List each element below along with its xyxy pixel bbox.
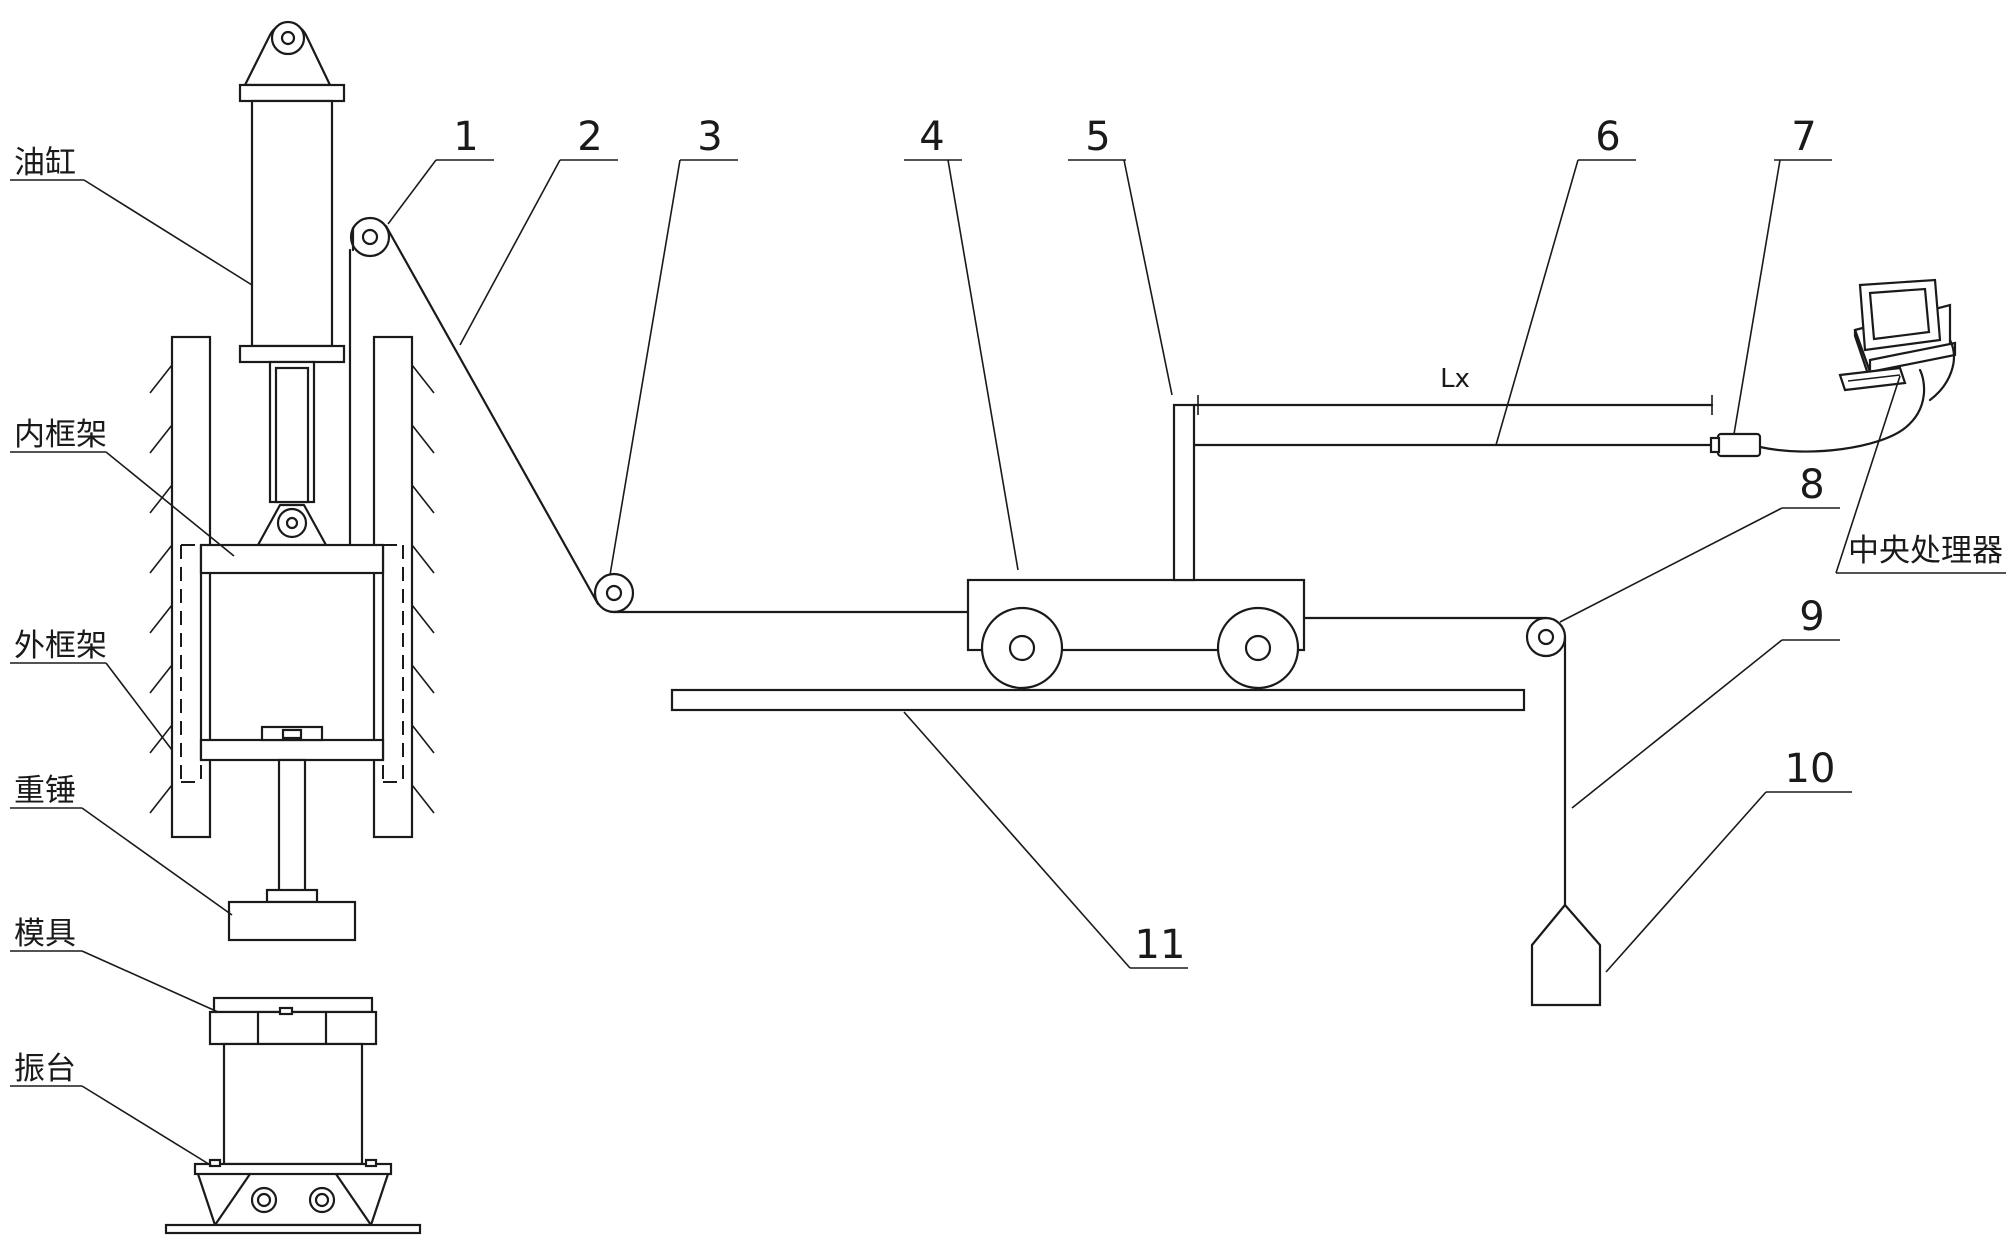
- distance-label: Lx: [1440, 364, 1470, 394]
- number-9: 9: [1799, 594, 1824, 640]
- label-mold: 模具: [14, 916, 76, 952]
- track: [670, 688, 1526, 712]
- weight: [1530, 903, 1602, 1007]
- pulley-1: [349, 216, 391, 258]
- cart: [966, 578, 1306, 690]
- number-10: 10: [1785, 746, 1836, 792]
- label-vibration-table: 振台: [14, 1051, 76, 1087]
- number-3: 3: [697, 114, 722, 160]
- hammer: [227, 758, 357, 942]
- label-hammer: 重锤: [14, 773, 76, 809]
- mold: [208, 996, 378, 1046]
- number-6: 6: [1595, 114, 1620, 160]
- label-outer-frame: 外框架: [14, 628, 107, 664]
- sensor: [1709, 368, 1926, 458]
- number-7: 7: [1791, 114, 1816, 160]
- label-inner-frame: 内框架: [14, 417, 107, 453]
- vibration-table: [164, 1042, 422, 1235]
- number-11: 11: [1135, 922, 1186, 968]
- leader-lines: [10, 159, 2006, 1167]
- measurement: Lx: [1192, 364, 1720, 447]
- mast: [1172, 403, 1196, 582]
- hydraulic-cylinder: [238, 20, 346, 547]
- label-cylinder: 油缸: [14, 145, 76, 181]
- number-1: 1: [453, 114, 478, 160]
- cable: [351, 224, 1567, 907]
- pulley-8: [1525, 616, 1567, 658]
- number-4: 4: [919, 114, 944, 160]
- computer-icon: [1838, 278, 1957, 402]
- pulley-3: [593, 572, 635, 614]
- label-cpu: 中央处理器: [1848, 533, 2003, 569]
- number-2: 2: [577, 114, 602, 160]
- number-5: 5: [1085, 114, 1110, 160]
- number-8: 8: [1799, 462, 1824, 508]
- inner-frame: [180, 543, 404, 783]
